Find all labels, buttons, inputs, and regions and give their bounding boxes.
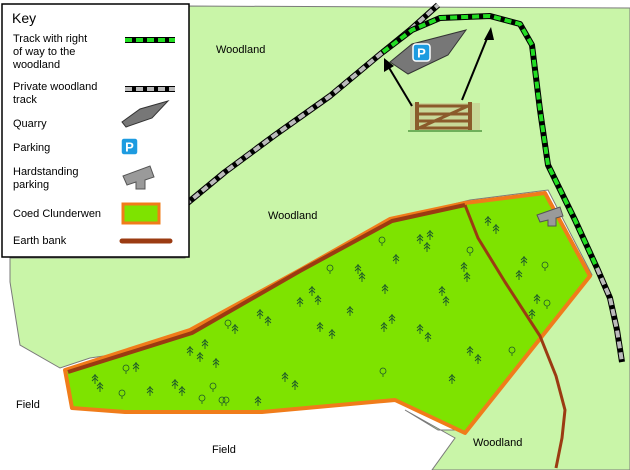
earth-bank-top <box>67 203 466 374</box>
conifer-tree-icon <box>448 374 456 384</box>
conifer-tree-icon <box>463 272 471 282</box>
conifer-tree-icon <box>201 339 209 349</box>
conifer-tree-icon <box>314 295 322 305</box>
conifer-tree-icon <box>442 296 450 306</box>
conifer-tree-icon <box>392 254 400 264</box>
conifer-tree-icon <box>520 256 528 266</box>
conifer-tree-icon <box>96 382 104 392</box>
label-woodland-bottom: Woodland <box>473 437 522 449</box>
key-label-earth-bank: Earth bank <box>13 235 67 247</box>
label-field-left: Field <box>16 399 40 411</box>
broadleaf-tree-icon <box>378 236 386 246</box>
broadleaf-tree-icon <box>379 367 387 377</box>
key-label-parking: Parking <box>13 142 50 154</box>
parking-icon: P <box>120 137 139 156</box>
conifer-tree-icon <box>296 297 304 307</box>
conifer-tree-icon <box>281 372 289 382</box>
broadleaf-tree-icon <box>326 264 334 274</box>
conifer-tree-icon <box>132 362 140 372</box>
broadleaf-tree-icon <box>224 319 232 329</box>
gate-icon <box>408 102 482 132</box>
conifer-tree-icon <box>380 322 388 332</box>
quarry-icon <box>121 100 170 128</box>
conifer-tree-icon <box>426 230 434 240</box>
conifer-tree-icon <box>346 306 354 316</box>
conifer-tree-icon <box>423 242 431 252</box>
right-of-way-track <box>381 13 600 270</box>
conifer-tree-icon <box>328 329 336 339</box>
conifer-tree-icon <box>212 358 220 368</box>
map-key: Key Track with right of way to the woodl… <box>1 3 190 258</box>
conifer-tree-icon <box>316 322 324 332</box>
conifer-tree-icon <box>416 234 424 244</box>
conifer-tree-icon <box>358 272 366 282</box>
broadleaf-tree-icon <box>122 364 130 374</box>
key-label-row-track: Track with right of way to the woodland <box>12 33 90 71</box>
conifer-tree-icon <box>231 324 239 334</box>
parking-marker: P <box>412 43 431 62</box>
conifer-tree-icon <box>186 346 194 356</box>
label-woodland-top: Woodland <box>216 44 265 56</box>
conifer-tree-icon <box>438 286 446 296</box>
conifer-tree-icon <box>388 314 396 324</box>
conifer-tree-icon <box>460 262 468 272</box>
woodland-trees <box>91 216 551 406</box>
conifer-tree-icon <box>308 286 316 296</box>
broadleaf-tree-icon <box>198 394 206 404</box>
conifer-tree-icon <box>474 354 482 364</box>
coed-area-icon <box>121 202 161 225</box>
key-label-coed: Coed Clunderwen <box>13 208 101 220</box>
hardstanding-icon <box>122 165 155 190</box>
conifer-tree-icon <box>256 309 264 319</box>
conifer-tree-icon <box>254 396 262 406</box>
conifer-tree-icon <box>533 294 541 304</box>
conifer-tree-icon <box>484 216 492 226</box>
conifer-tree-icon <box>264 316 272 326</box>
conifer-tree-icon <box>196 352 204 362</box>
conifer-tree-icon <box>515 270 523 280</box>
gate-arrows <box>384 27 494 107</box>
conifer-tree-icon <box>416 324 424 334</box>
parking-glyph: P <box>417 46 426 61</box>
hardstanding-parking <box>536 206 564 227</box>
key-label-quarry: Quarry <box>13 118 47 130</box>
conifer-tree-icon <box>466 346 474 356</box>
label-field-bottom: Field <box>212 444 236 456</box>
earth-bank-boundary <box>463 204 567 469</box>
broadleaf-tree-icon <box>222 396 230 406</box>
conifer-tree-icon <box>528 309 536 319</box>
key-label-hardstanding: Hardstanding parking <box>13 166 82 191</box>
label-woodland-mid: Woodland <box>268 210 317 222</box>
conifer-tree-icon <box>91 374 99 384</box>
broadleaf-tree-icon <box>209 382 217 392</box>
conifer-tree-icon <box>492 224 500 234</box>
broadleaf-tree-icon <box>218 396 226 406</box>
broadleaf-tree-icon <box>543 299 551 309</box>
key-title: Key <box>12 10 36 26</box>
conifer-tree-icon <box>381 284 389 294</box>
conifer-tree-icon <box>171 379 179 389</box>
conifer-tree-icon <box>146 386 154 396</box>
conifer-tree-icon <box>424 332 432 342</box>
key-label-private-track: Private woodland track <box>13 81 100 106</box>
broadleaf-tree-icon <box>541 261 549 271</box>
conifer-tree-icon <box>354 264 362 274</box>
broadleaf-tree-icon <box>466 246 474 256</box>
broadleaf-tree-icon <box>118 389 126 399</box>
broadleaf-tree-icon <box>508 346 516 356</box>
key-parking-glyph: P <box>125 140 134 155</box>
conifer-tree-icon <box>178 386 186 396</box>
conifer-tree-icon <box>291 380 299 390</box>
